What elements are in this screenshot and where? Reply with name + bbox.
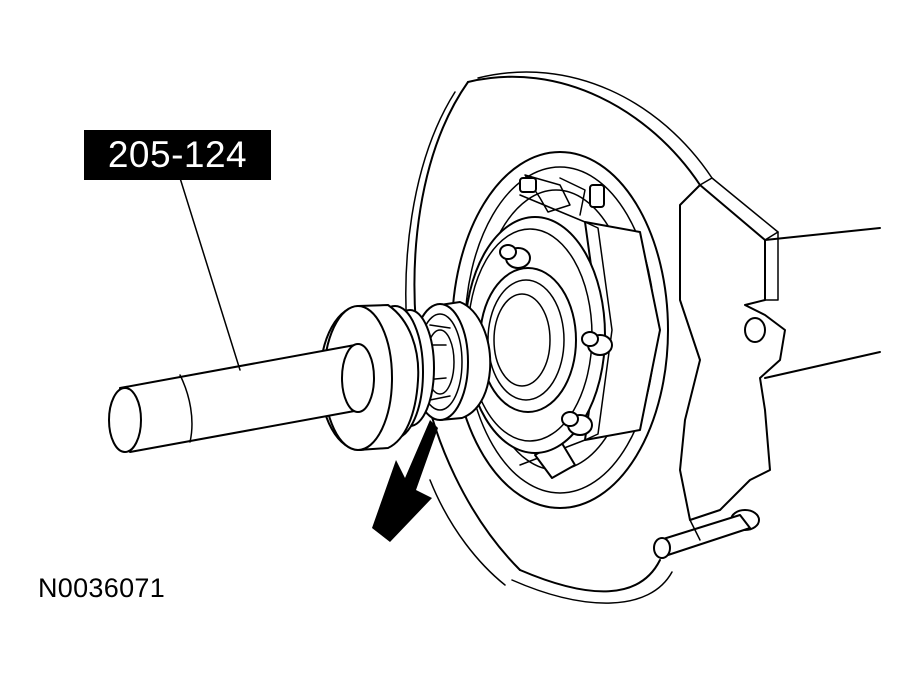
wheel-stud [581, 331, 613, 356]
direction-arrow [372, 420, 438, 542]
tool-number-label: 205-124 [84, 130, 271, 180]
hub-flange [464, 216, 613, 454]
wheel-stud [561, 411, 593, 436]
wheel-stud [499, 244, 531, 269]
knuckle-bracket [653, 177, 786, 559]
figure-id: N0036071 [38, 573, 166, 603]
bearing-installer-tool [108, 304, 435, 453]
tool-leader-line [179, 177, 241, 371]
axle-tube [764, 227, 881, 379]
